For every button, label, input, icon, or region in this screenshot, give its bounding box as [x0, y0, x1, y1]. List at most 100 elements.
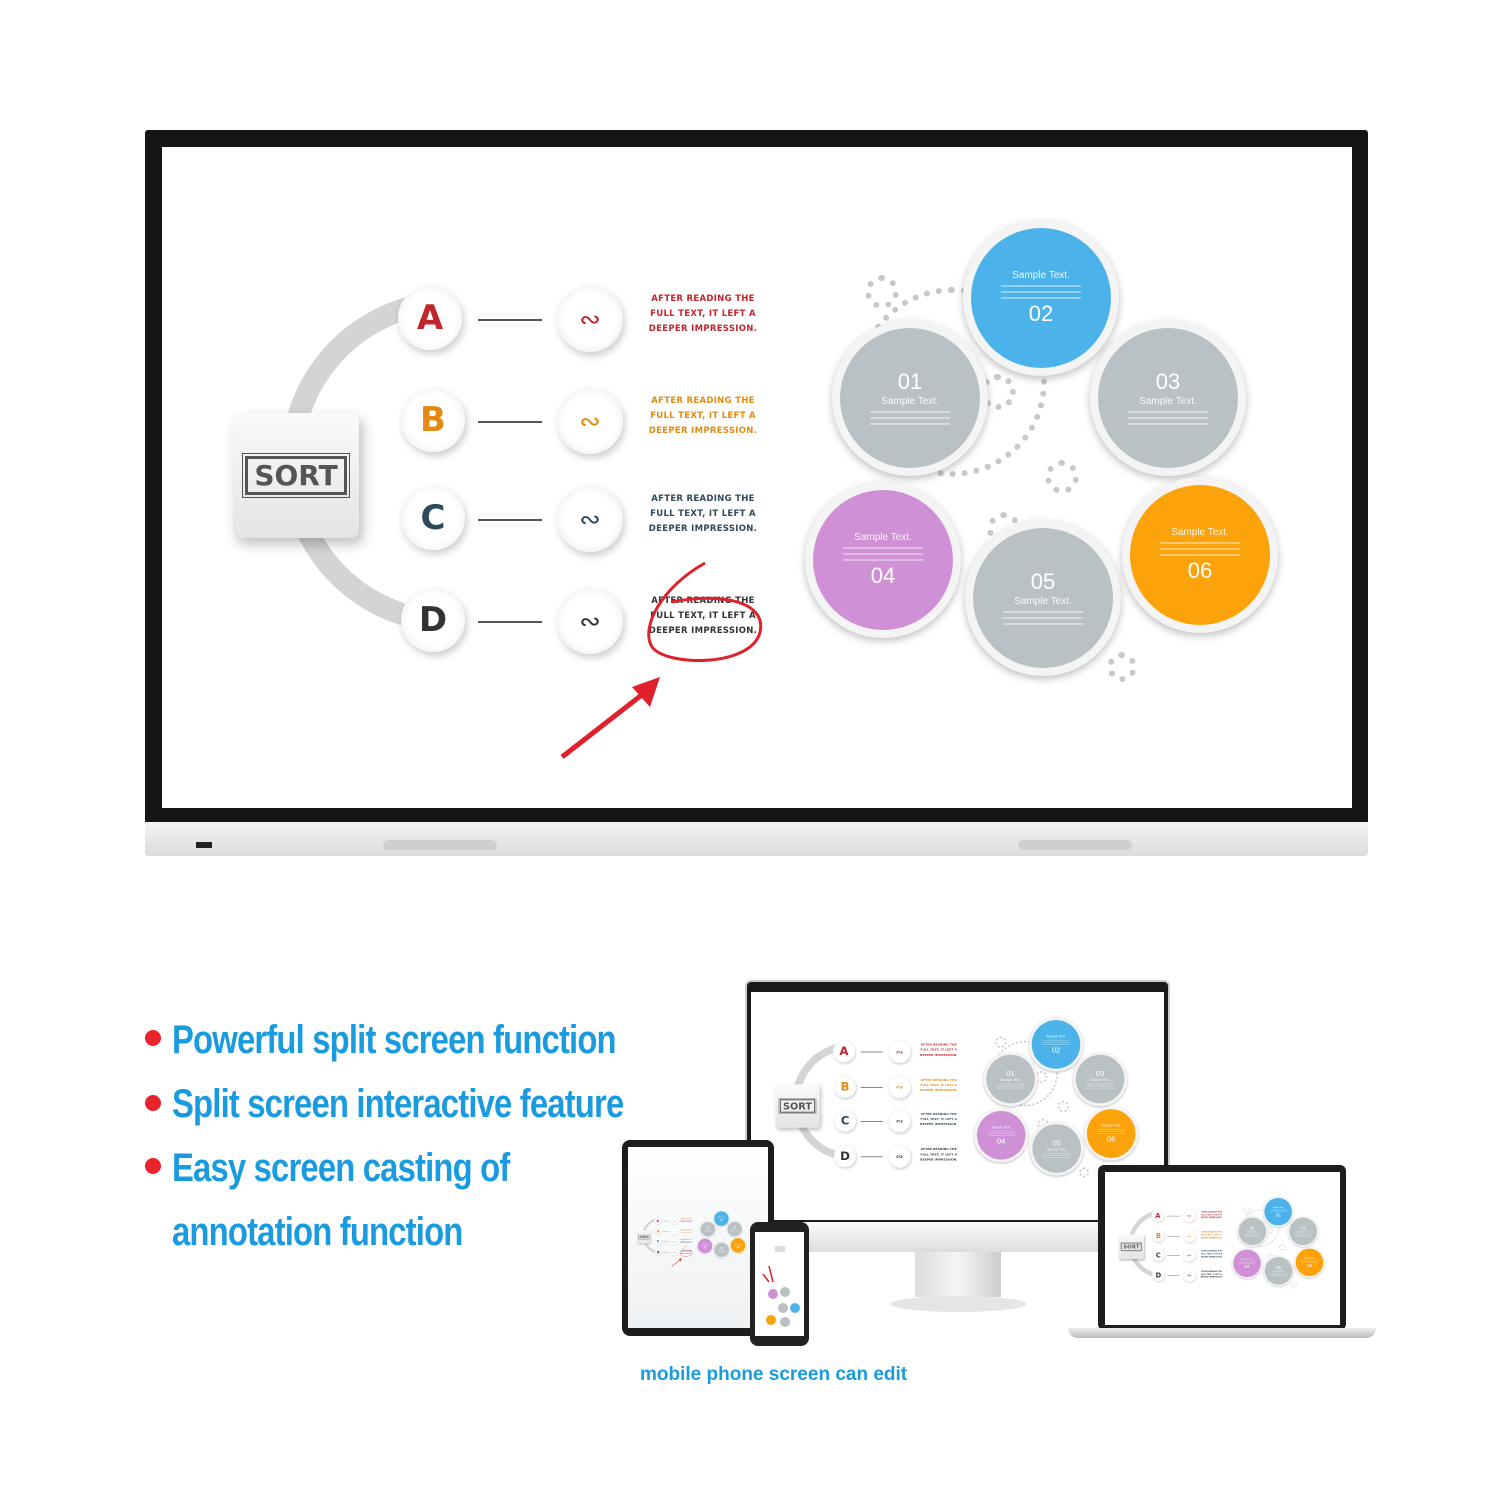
connector-line	[860, 1121, 883, 1122]
monitor-stand	[915, 1252, 1001, 1297]
circle-number: 03	[1300, 1225, 1306, 1231]
gear-icon	[1078, 1167, 1090, 1178]
circle-label: Sample Text.	[1046, 1034, 1067, 1039]
step-letter-b: B	[401, 388, 465, 452]
usb-port-icon	[196, 842, 212, 848]
laptop-screen: SORT A ∾ AFTER READING THE FULL TEXT, IT…	[1105, 1172, 1340, 1325]
circle-number: 02	[1275, 1212, 1281, 1218]
circle-label: Sample Text.	[1014, 596, 1072, 607]
info-circle-02: Sample Text.02	[713, 1210, 730, 1227]
circle-label: Sample Text.	[704, 1228, 711, 1231]
step-text: AFTER READING THE FULL TEXT, IT LEFT A D…	[1200, 1210, 1223, 1219]
gear-icon	[1045, 460, 1079, 494]
circle-label: Sample Text.	[731, 1228, 738, 1231]
step-letter-c: C	[401, 486, 465, 550]
circle-number: 06	[1187, 558, 1213, 583]
caption: mobile phone screen can edit	[640, 1364, 908, 1385]
sort-label: SORT	[638, 1234, 650, 1240]
circle-label: Sample Text.	[991, 1125, 1012, 1130]
connector-line	[860, 1087, 883, 1088]
info-circle-04: Sample Text. 04	[805, 482, 961, 638]
circle-label: Sample Text.	[854, 532, 912, 543]
swirl-icon: ∾	[1182, 1229, 1196, 1243]
step-text: AFTER READING THE FULL TEXT, IT LEFT A D…	[648, 596, 758, 636]
sort-label: SORT	[778, 1098, 817, 1114]
step-letter-d: D	[401, 588, 465, 652]
sort-box: SORT	[1118, 1234, 1144, 1260]
annotation-layer	[671, 1246, 693, 1267]
swirl-icon: ∾	[557, 486, 623, 552]
swirl-icon: ∾	[1182, 1268, 1196, 1282]
feature-2: Split screen interactive feature	[172, 1082, 624, 1126]
circle-number: 03	[1095, 1069, 1105, 1078]
feature-3-cont: annotation function	[172, 1210, 463, 1254]
sort-box: SORT	[637, 1230, 651, 1244]
annotation-arrow	[671, 1258, 682, 1267]
step-letter-a: A	[1151, 1209, 1165, 1222]
circle-label: Sample Text.	[718, 1249, 725, 1251]
step-letter-d: D	[654, 1248, 662, 1256]
feature-3: Easy screen casting of	[172, 1146, 510, 1190]
step-letter-d: D	[1152, 1268, 1165, 1282]
gear-icon	[721, 1235, 726, 1240]
step-letter-b: B	[833, 1075, 857, 1098]
step-text: AFTER READING THE FULL TEXT, IT LEFT A D…	[680, 1249, 692, 1254]
circle-number: 05	[720, 1246, 723, 1250]
step-letter-a: A	[398, 286, 462, 350]
info-circle-02: Sample Text.02	[1262, 1196, 1294, 1228]
step-letter-d: D	[833, 1145, 857, 1168]
circle-label: Sample Text.	[1272, 1270, 1285, 1273]
slide-thumbnail: SORT A ∾ AFTER READING THE FULL TEXT, IT…	[751, 992, 1164, 1220]
slide-thumbnail: SORT A ∾ AFTER READING THE FULL TEXT, IT…	[1105, 1182, 1339, 1312]
gear-icon	[1291, 1281, 1298, 1288]
circle-number: 05	[1052, 1138, 1061, 1148]
circle-label: Sample Text.	[1046, 1147, 1067, 1152]
swirl-icon: ∾	[671, 1228, 678, 1235]
feature-1: Powerful split screen function	[172, 1018, 617, 1062]
swirl-icon: ∾	[557, 588, 623, 654]
connector-line	[860, 1156, 883, 1158]
step-text: AFTER READING THE FULL TEXT, IT LEFT A D…	[680, 1239, 692, 1244]
circle-label: Sample Text.	[1303, 1256, 1316, 1260]
circle-label: Sample Text.	[1101, 1123, 1122, 1128]
info-circle-06: Sample Text.06	[1294, 1247, 1325, 1278]
display-screen: SORT A ∾ AFTER READING THE FULL TEXT, IT…	[162, 147, 1352, 808]
bullet-icon	[145, 1030, 161, 1046]
circle-number: 03	[1155, 369, 1181, 394]
phone-screen	[755, 1232, 804, 1336]
circle-number: 02	[720, 1219, 723, 1222]
tablet-screen: SORT A ∾ AFTER READING THE FULL TEXT, IT…	[628, 1147, 768, 1328]
step-letter-b: B	[1152, 1229, 1165, 1243]
circle-number: 06	[1106, 1134, 1116, 1144]
step-letter-c: C	[654, 1238, 662, 1245]
info-circle-02: Sample Text.02	[963, 220, 1119, 376]
circle-label: Sample Text.	[881, 396, 939, 407]
circle-number: 06	[736, 1245, 740, 1249]
circle-label: Sample Text.	[1297, 1231, 1309, 1234]
speaker-right	[1018, 840, 1132, 850]
info-circle-02: Sample Text.02	[1028, 1017, 1084, 1072]
connector-line	[478, 319, 542, 321]
swirl-icon: ∾	[888, 1040, 911, 1064]
circle-number: 05	[1030, 569, 1056, 594]
display-bottom-bar	[145, 822, 1368, 856]
gear-icon	[1057, 1100, 1070, 1113]
gear-icon	[1107, 652, 1137, 682]
circle-number: 04	[870, 563, 896, 588]
phone-slide	[762, 1246, 800, 1327]
speaker-left	[383, 840, 497, 850]
swirl-icon: ∾	[1182, 1248, 1196, 1262]
circle-label: Sample Text.	[1000, 1078, 1021, 1083]
circle-label: Sample Text.	[1139, 396, 1197, 407]
info-circle-04: Sample Text.04	[1231, 1247, 1263, 1279]
connector-line	[478, 421, 542, 423]
swirl-icon: ∾	[557, 286, 623, 352]
circle-number: 05	[1276, 1265, 1281, 1271]
annotation-circle	[680, 1246, 693, 1257]
annotation-layer	[560, 561, 763, 759]
annotation-circle	[647, 561, 763, 662]
